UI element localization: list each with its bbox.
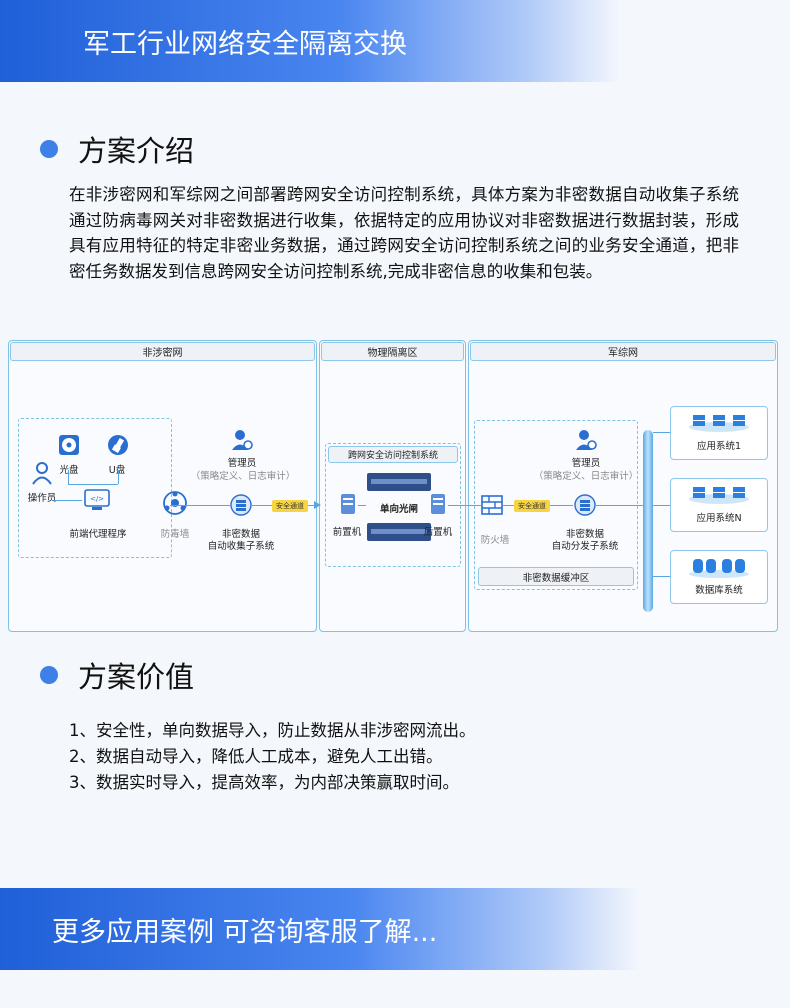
cd-label: 光盘: [59, 465, 79, 476]
cross-net-system-title: 跨网安全访问控制系统: [328, 446, 458, 463]
intro-section-head: 方案介绍: [40, 128, 194, 170]
data-bus: [643, 430, 653, 612]
admin-note-right: （策略定义、日志审计）: [533, 471, 639, 482]
bullet-dot-icon: [40, 140, 58, 158]
distributor-icon: [574, 494, 596, 516]
buffer-label: 非密数据缓冲区: [478, 567, 634, 586]
usb-label: U盘: [108, 465, 126, 476]
collector-label-1: 非密数据: [221, 529, 260, 540]
usb-icon: [106, 433, 130, 457]
distributor-label-1: 非密数据: [565, 529, 604, 540]
proxy-label: 前端代理程序: [69, 529, 127, 540]
optical-gate-label: 单向光闸: [379, 504, 418, 515]
header-banner: 军工行业网络安全隔离交换: [0, 0, 620, 82]
footer-text[interactable]: 更多应用案例 可咨询客服了解...: [52, 916, 438, 948]
connector-line: [54, 500, 82, 501]
zone-left-title: 非涉密网: [10, 342, 315, 361]
bullet-dot-icon: [40, 666, 58, 684]
operator-label: 操作员: [27, 493, 57, 504]
value-list: 1、安全性，单向数据导入，防止数据从非涉密网流出。 2、数据自动导入，降低人工成…: [69, 718, 476, 796]
app-system-1: 应用系统1: [670, 406, 768, 460]
connector-line: [448, 505, 481, 506]
value-section-head: 方案价值: [40, 654, 194, 696]
optical-gate-icon: [365, 471, 433, 543]
svg-text:</>: </>: [90, 495, 104, 503]
collector-icon: [230, 494, 252, 516]
firewall-label: 防火墙: [480, 535, 510, 546]
connector-line: [653, 576, 670, 577]
admin-icon-right: [574, 428, 598, 452]
app-name: 应用系统1: [696, 441, 742, 452]
arrow-icon: [314, 501, 321, 509]
intro-heading: 方案介绍: [78, 134, 195, 168]
admin-label-right: 管理员: [571, 458, 601, 469]
antivirus-label: 防毒墙: [160, 529, 190, 540]
zone-unclassified: [8, 340, 317, 632]
value-item: 2、数据自动导入，降低人工成本，避免人工出错。: [69, 747, 443, 766]
admin-label: 管理员: [227, 458, 257, 469]
zone-middle-title: 物理隔离区: [321, 342, 464, 361]
admin-icon: [230, 428, 254, 452]
footer-banner[interactable]: 更多应用案例 可咨询客服了解...: [0, 888, 640, 970]
database-icon: [687, 557, 751, 579]
connector-line: [358, 505, 366, 506]
firewall-icon: [481, 494, 503, 516]
rear-server-icon: [428, 492, 448, 516]
connector-line: [596, 505, 643, 506]
connector-line: [653, 432, 670, 433]
rear-server-label: 后置机: [423, 527, 453, 538]
tunnel-label-right: 安全通道: [514, 500, 550, 512]
tunnel-label-left: 安全通道: [272, 500, 308, 512]
database-system: 数据库系统: [670, 550, 768, 604]
front-server-label: 前置机: [332, 527, 362, 538]
antivirus-icon: [162, 490, 188, 516]
connector-line: [118, 470, 119, 484]
connector-line: [653, 505, 670, 506]
page-title: 军工行业网络安全隔离交换: [83, 28, 407, 60]
admin-note: （策略定义、日志审计）: [190, 471, 296, 482]
value-heading: 方案价值: [78, 660, 195, 694]
cd-icon: [57, 433, 81, 457]
front-server-icon: [338, 492, 358, 516]
intro-text: 在非涉密网和军综网之间部署跨网安全访问控制系统，具体方案为非密数据自动收集子系统…: [69, 185, 739, 281]
value-item: 3、数据实时导入，提高效率，为内部决策赢取时间。: [69, 773, 459, 792]
architecture-diagram: 非涉密网 物理隔离区 军综网 操作员 光盘 U盘 </> 前端代理程序 防毒墙 …: [8, 340, 778, 634]
proxy-icon: </>: [84, 488, 110, 512]
connector-line: [68, 484, 118, 485]
app-name: 应用系统N: [696, 513, 742, 524]
server-rack-icon: [687, 413, 751, 433]
app-system-n: 应用系统N: [670, 478, 768, 532]
client-group: [18, 418, 172, 558]
collector-label-2: 自动收集子系统: [207, 541, 275, 552]
app-name: 数据库系统: [695, 585, 743, 596]
server-rack-icon: [687, 485, 751, 505]
connector-line: [68, 470, 69, 484]
value-item: 1、安全性，单向数据导入，防止数据从非涉密网流出。: [69, 721, 476, 740]
connector-line: [170, 505, 230, 506]
operator-icon: [30, 460, 54, 486]
distributor-label-2: 自动分发子系统: [551, 541, 619, 552]
zone-right-title: 军综网: [470, 342, 776, 361]
